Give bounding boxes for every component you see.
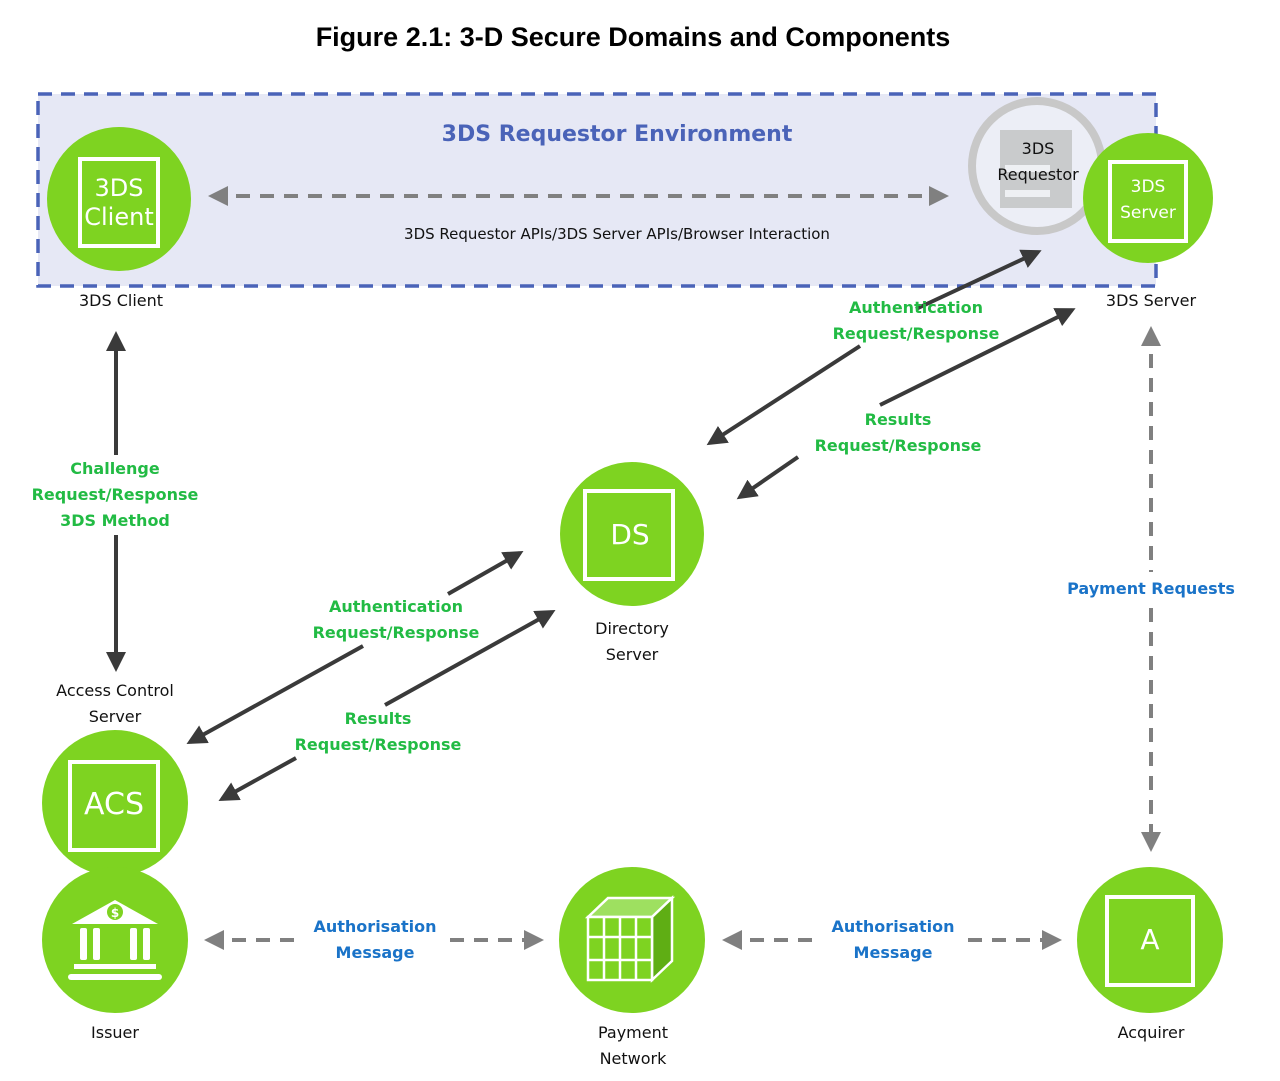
results-bottom-arrow-b bbox=[218, 756, 297, 801]
acquirer-node[interactable] bbox=[1077, 867, 1223, 1013]
client-caption: 3DS Client bbox=[78, 291, 164, 310]
results-top-flow-label: Results Request/Response bbox=[814, 410, 982, 455]
acquirer-box bbox=[1105, 895, 1195, 987]
acs-box-label: ACS bbox=[84, 787, 144, 822]
authorisation-left-label: Authorisation Message bbox=[313, 917, 437, 962]
authorisation-right-label: Authorisation Message bbox=[831, 917, 955, 962]
server-caption: 3DS Server bbox=[1105, 291, 1197, 310]
server-rack-icon bbox=[1000, 130, 1072, 208]
acs-caption: Access Control Server bbox=[56, 681, 174, 726]
results-top-arrow-a bbox=[879, 308, 1076, 407]
requestor-label: 3DS Requestor bbox=[997, 139, 1079, 184]
ds-caption: Directory Server bbox=[595, 619, 669, 664]
server-box-label: 3DS Server bbox=[1120, 177, 1176, 223]
auth-bottom-arrow-a bbox=[447, 551, 524, 596]
svg-text:$: $ bbox=[111, 906, 119, 920]
environment-title: 3DS Requestor Environment bbox=[441, 122, 793, 147]
challenge-flow-label: Challenge Request/Response 3DS Method bbox=[31, 459, 199, 530]
cube-grid-icon bbox=[584, 895, 676, 983]
ds-node[interactable] bbox=[560, 462, 704, 606]
auth-top-arrow-b bbox=[915, 249, 1042, 311]
client-box bbox=[78, 157, 160, 248]
network-caption: Payment Network bbox=[597, 1023, 669, 1068]
acquirer-box-label: A bbox=[1140, 923, 1160, 957]
server-box bbox=[1108, 160, 1188, 243]
acs-box bbox=[68, 760, 160, 852]
payment-requests-label: Payment Requests bbox=[1067, 579, 1235, 598]
api-interaction-label: 3DS Requestor APIs/3DS Server APIs/Brows… bbox=[404, 225, 830, 243]
acquirer-caption: Acquirer bbox=[1117, 1023, 1185, 1042]
client-node[interactable] bbox=[47, 127, 191, 271]
figure-title: Figure 2.1: 3-D Secure Domains and Compo… bbox=[315, 22, 951, 52]
results-bottom-arrow-a bbox=[384, 610, 556, 707]
results-top-arrow-b bbox=[736, 455, 800, 500]
results-bottom-flow-label: Results Request/Response bbox=[294, 709, 462, 754]
ds-box-label: DS bbox=[610, 518, 650, 552]
server-node[interactable] bbox=[1083, 133, 1213, 263]
issuer-caption: Issuer bbox=[91, 1023, 139, 1042]
bank-icon: $ bbox=[68, 900, 162, 980]
issuer-node[interactable] bbox=[42, 867, 188, 1013]
auth-bottom-arrow-b bbox=[186, 644, 364, 744]
auth-bottom-flow-label: Authentication Request/Response bbox=[312, 597, 480, 642]
ds-box bbox=[583, 489, 675, 581]
client-box-label: 3DS Client bbox=[84, 174, 154, 231]
auth-top-arrow-a bbox=[706, 344, 862, 446]
auth-top-flow-label: Authentication Request/Response bbox=[832, 298, 1000, 343]
acs-node[interactable] bbox=[42, 730, 188, 876]
